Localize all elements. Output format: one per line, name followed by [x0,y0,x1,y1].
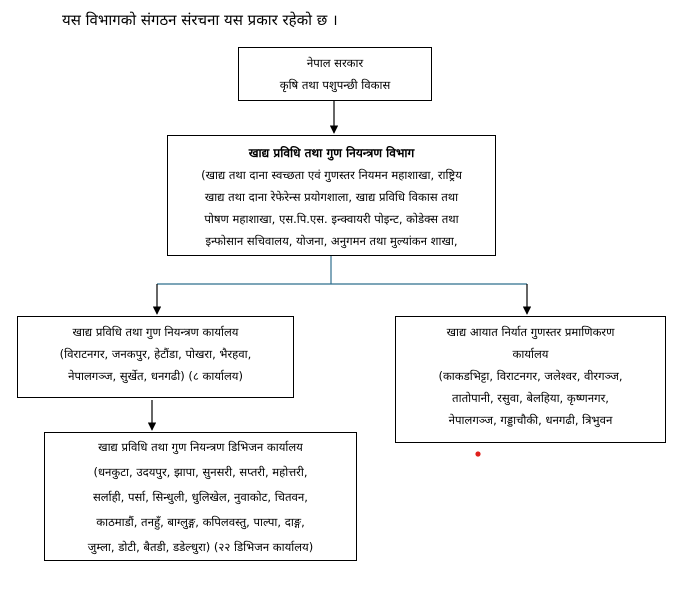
food-office-box: खाद्य प्रविधि तथा गुण नियन्त्रण कार्यालय… [17,316,294,398]
office-line: नेपालगञ्ज, सुर्खेत, धनगढी) (८ कार्यालय) [68,369,243,383]
office-line: खाद्य प्रविधि तथा गुण नियन्त्रण कार्यालय [72,325,239,339]
import-office-line: कार्यालय [512,347,549,361]
ministry-line: कृषि तथा पशुपन्छी विकास [279,78,391,92]
department-line: पोषण महाशाखा, एस.पि.एस. इन्क्वायरी पोइन्… [204,212,459,226]
import-office-line: (काकडभिट्टा, विराटनगर, जलेश्वर, वीरगञ्ज, [438,369,623,383]
ministry-box: नेपाल सरकार कृषि तथा पशुपन्छी विकास [238,47,432,101]
division-line: सर्लाही, पर्सा, सिन्धुली, धुलिखेल, नुवाक… [93,490,308,504]
department-line: (खाद्य तथा दाना स्वच्छता एवं गुणस्तर निय… [201,168,462,182]
division-line: काठमाडौं, तनहुँ, बाग्लुङ्ग, कपिलवस्तु, प… [96,515,305,529]
department-line: खाद्य तथा दाना रेफेरेन्स प्रयोगशाला, खाद… [204,190,459,204]
ministry-line: नेपाल सरकार [306,56,364,70]
import-office-line: तातोपानी, रसुवा, बेलहिया, कृष्णनगर, [452,391,609,405]
division-office-box: खाद्य प्रविधि तथा गुण नियन्त्रण डिभिजन क… [44,432,357,561]
department-line: इन्फोसान सचिवालय, योजना, अनुगमन तथा मुल्… [205,234,458,248]
division-line: खाद्य प्रविधि तथा गुण नियन्त्रण डिभिजन क… [98,440,303,454]
department-box: खाद्य प्रविधि तथा गुण नियन्त्रण विभाग (ख… [167,135,496,256]
division-line: जुम्ला, डोटी, बैतडी, डडेल्धुरा) (२२ डिभि… [87,540,314,554]
import-export-office-box: खाद्य आयात निर्यात गुणस्तर प्रमाणिकरण का… [395,316,666,443]
division-line: (धनकुटा, उदयपुर, झापा, सुनसरी, सप्तरी, म… [93,465,308,479]
import-office-line: खाद्य आयात निर्यात गुणस्तर प्रमाणिकरण [446,325,615,339]
page-heading: यस विभागको संगठन संरचना यस प्रकार रहेको … [62,11,338,29]
red-dot-marker [475,451,481,457]
department-title: खाद्य प्रविधि तथा गुण नियन्त्रण विभाग [248,146,415,160]
import-office-line: नेपालगञ्ज, गड्डाचौकी, धनगढी, त्रिभुवन [448,413,613,427]
office-line: (विराटनगर, जनकपुर, हेटौंडा, पोखरा, भैरहव… [59,347,252,361]
